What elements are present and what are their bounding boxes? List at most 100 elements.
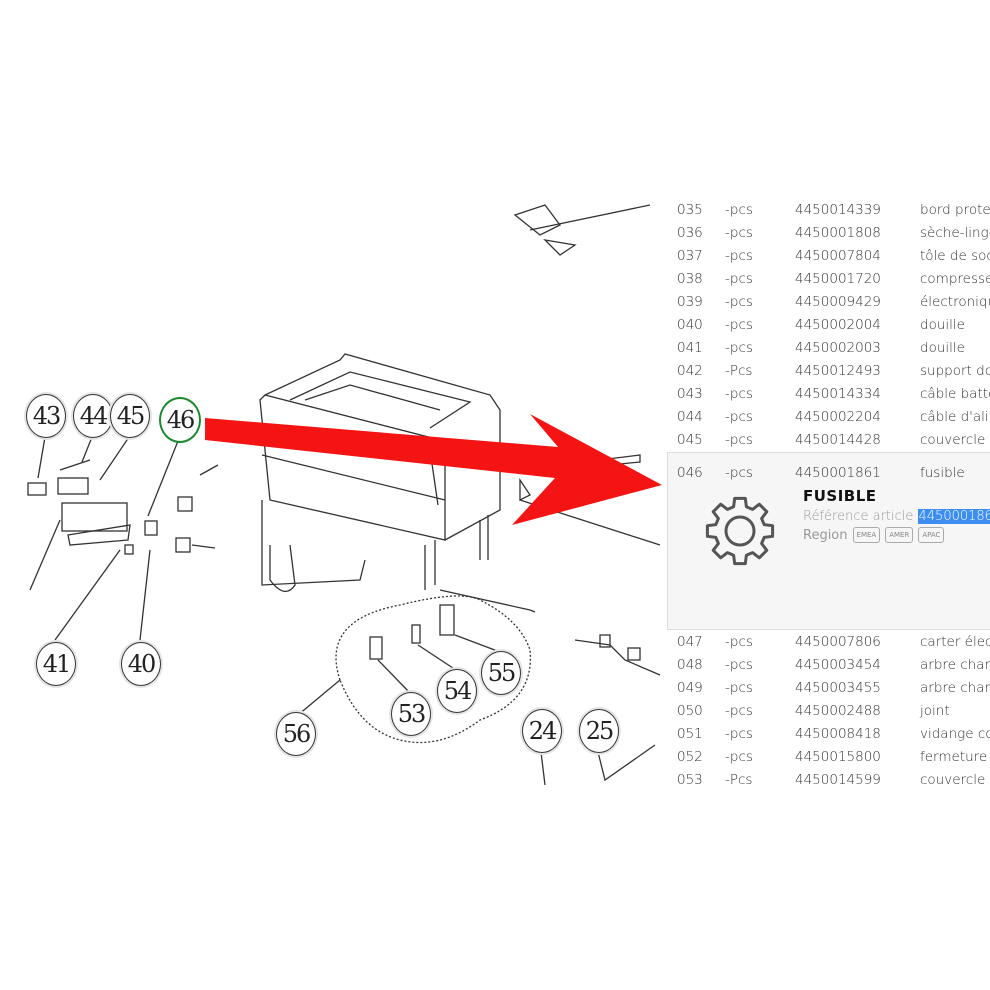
ref: 4450003454 xyxy=(795,657,881,673)
desc: tôle de socl xyxy=(920,248,990,264)
pos: 046 xyxy=(677,465,703,481)
unit: -pcs xyxy=(725,432,753,448)
desc: bord protec xyxy=(920,202,990,218)
pos: 051 xyxy=(677,726,703,742)
ref: 4450015800 xyxy=(795,749,881,765)
reference-label: Référence article xyxy=(803,509,914,524)
table-row[interactable]: 050 -pcs 4450002488 joint xyxy=(668,701,990,723)
desc: compresse xyxy=(920,271,990,287)
unit: -pcs xyxy=(725,202,753,218)
pos: 043 xyxy=(677,386,703,402)
pos: 042 xyxy=(677,363,703,379)
region-line: Region EMEA AMER APAC xyxy=(803,527,945,543)
callout-55[interactable]: 55 xyxy=(481,651,521,695)
desc: douille xyxy=(920,340,965,356)
region-badge-emea: EMEA xyxy=(852,527,881,543)
callout-54[interactable]: 54 xyxy=(437,669,477,713)
unit: -pcs xyxy=(725,225,753,241)
pos: 053 xyxy=(677,772,703,788)
gear-icon xyxy=(705,496,775,566)
unit: -pcs xyxy=(725,726,753,742)
callout-45[interactable]: 45 xyxy=(110,394,150,438)
desc: câble batte xyxy=(920,386,990,402)
unit: -pcs xyxy=(725,340,753,356)
unit: -Pcs xyxy=(725,363,753,379)
callout-24[interactable]: 24 xyxy=(522,709,562,753)
red-arrow xyxy=(205,414,662,525)
pos: 039 xyxy=(677,294,703,310)
pos: 041 xyxy=(677,340,703,356)
callout-41[interactable]: 41 xyxy=(36,642,76,686)
region-badge-amer: AMER xyxy=(885,527,914,543)
desc: fermeture c xyxy=(920,749,990,765)
part-title: FUSIBLE xyxy=(803,487,877,505)
unit: -pcs xyxy=(725,386,753,402)
pos: 036 xyxy=(677,225,703,241)
ref: 4450002488 xyxy=(795,703,881,719)
desc: couvercle xyxy=(920,772,986,788)
region-label: Region xyxy=(803,527,848,543)
desc: arbre charn xyxy=(920,657,990,673)
callout-25[interactable]: 25 xyxy=(579,709,619,753)
unit: -pcs xyxy=(725,634,753,650)
ref: 4450009429 xyxy=(795,294,881,310)
ref: 4450014428 xyxy=(795,432,881,448)
callout-46-selected[interactable]: 46 xyxy=(159,397,201,443)
ref: 4450002004 xyxy=(795,317,881,333)
table-row[interactable]: 037 -pcs 4450007804 tôle de socl xyxy=(668,246,990,268)
unit: -pcs xyxy=(725,465,753,481)
table-row[interactable]: 041 -pcs 4450002003 douille xyxy=(668,338,990,360)
unit: -pcs xyxy=(725,703,753,719)
desc: vidange co xyxy=(920,726,990,742)
ref: 4450001808 xyxy=(795,225,881,241)
unit: -pcs xyxy=(725,409,753,425)
callout-40[interactable]: 40 xyxy=(121,642,161,686)
table-row[interactable]: 051 -pcs 4450008418 vidange co xyxy=(668,724,990,746)
ref: 4450014599 xyxy=(795,772,881,788)
reference-value-selected[interactable]: 4450001861 xyxy=(917,509,990,524)
pos: 048 xyxy=(677,657,703,673)
pos: 035 xyxy=(677,202,703,218)
desc: électroniqu xyxy=(920,294,990,310)
table-row[interactable]: 042 -Pcs 4450012493 support do xyxy=(668,361,990,383)
pos: 049 xyxy=(677,680,703,696)
callout-43[interactable]: 43 xyxy=(26,394,66,438)
callout-44[interactable]: 44 xyxy=(73,394,113,438)
pos: 037 xyxy=(677,248,703,264)
desc: joint xyxy=(920,703,950,719)
desc: sèche-linge xyxy=(920,225,990,241)
desc: support do xyxy=(920,363,990,379)
table-row[interactable]: 052 -pcs 4450015800 fermeture c xyxy=(668,747,990,769)
desc: câble d'alim xyxy=(920,409,990,425)
desc: douille xyxy=(920,317,965,333)
unit: -pcs xyxy=(725,749,753,765)
ref: 4450014334 xyxy=(795,386,881,402)
table-row[interactable]: 043 -pcs 4450014334 câble batte xyxy=(668,384,990,406)
desc: arbre charn xyxy=(920,680,990,696)
pos: 050 xyxy=(677,703,703,719)
ref: 4450002003 xyxy=(795,340,881,356)
callout-53[interactable]: 53 xyxy=(391,692,431,736)
table-row[interactable]: 036 -pcs 4450001808 sèche-linge xyxy=(668,223,990,245)
pos: 052 xyxy=(677,749,703,765)
ref: 4450012493 xyxy=(795,363,881,379)
ref: 4450008418 xyxy=(795,726,881,742)
ref: 4450007804 xyxy=(795,248,881,264)
callout-56[interactable]: 56 xyxy=(276,712,316,756)
table-row-selected[interactable]: 046 -pcs 4450001861 fusible xyxy=(668,463,990,485)
ref: 4450002204 xyxy=(795,409,881,425)
desc: couvercle c xyxy=(920,432,990,448)
ref: 4450001861 xyxy=(795,465,881,481)
unit: -pcs xyxy=(725,248,753,264)
desc: fusible xyxy=(920,465,965,481)
